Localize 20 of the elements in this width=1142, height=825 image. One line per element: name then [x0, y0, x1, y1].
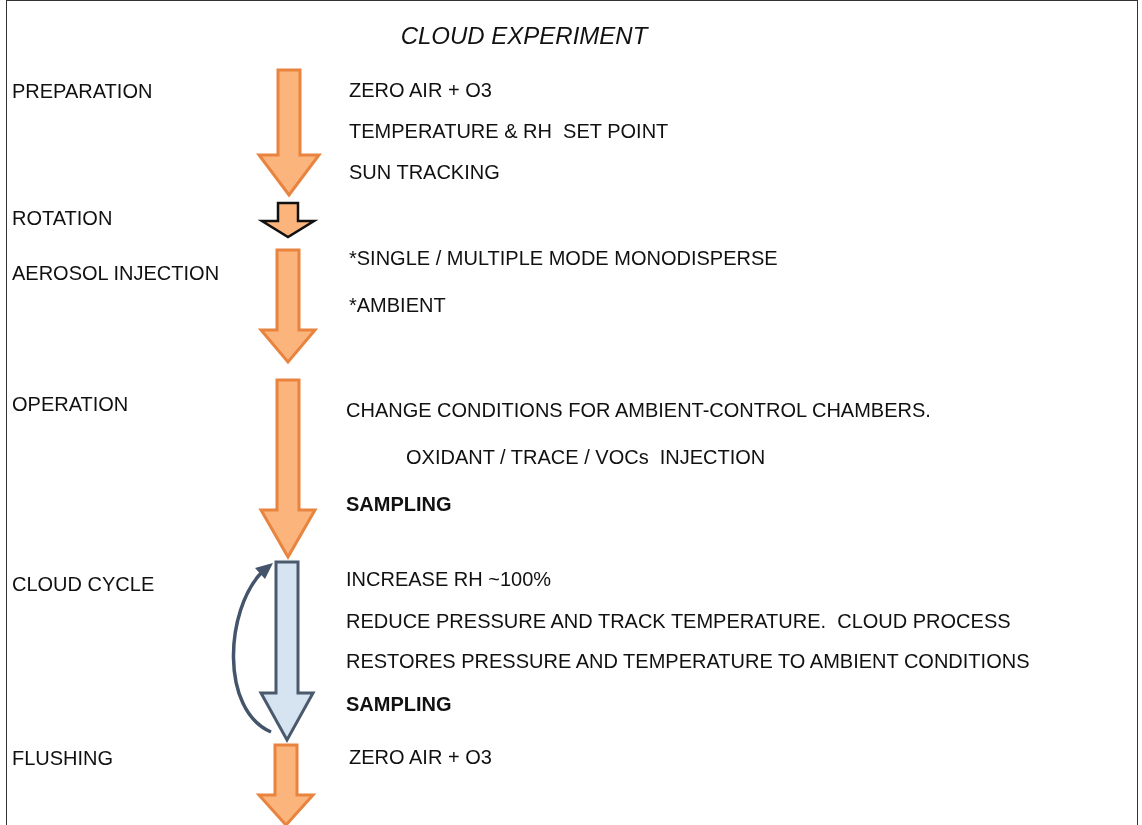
step-label: SAMPLING [346, 692, 452, 716]
stage-label: CLOUD CYCLE [12, 572, 155, 596]
step-text: SUN TRACKING [349, 160, 500, 184]
stage-label: ROTATION [12, 206, 113, 230]
step-text: TEMPERATURE & RH SET POINT [349, 119, 669, 143]
step-text: ZERO AIR + O3 [349, 78, 492, 102]
step-text: CHANGE CONDITIONS FOR AMBIENT-CONTROL CHAMBERS. [346, 398, 931, 422]
diagram-title: CLOUD EXPERIMENT [399, 22, 650, 50]
step-text: *AMBIENT [349, 293, 446, 317]
stage-label: AEROSOL INJECTION [12, 261, 220, 285]
step-text: REDUCE PRESSURE AND TRACK TEMPERATURE. CLOUD PROCESS [346, 609, 1011, 633]
step-label: SAMPLING [346, 492, 452, 516]
step-text: OXIDANT / TRACE / VOCs INJECTION [406, 445, 766, 469]
step-text: INCREASE RH ~100% [346, 567, 552, 591]
step-text: RESTORES PRESSURE AND TEMPERATURE TO AMBIENT CONDITIONS [346, 649, 1030, 673]
stage-label: PREPARATION [12, 79, 153, 103]
step-text: *SINGLE / MULTIPLE MODE MONODISPERSE [349, 246, 778, 270]
step-text: ZERO AIR + O3 [349, 745, 492, 769]
stage-label: OPERATION [12, 392, 129, 416]
stage-label: FLUSHING [12, 746, 114, 770]
